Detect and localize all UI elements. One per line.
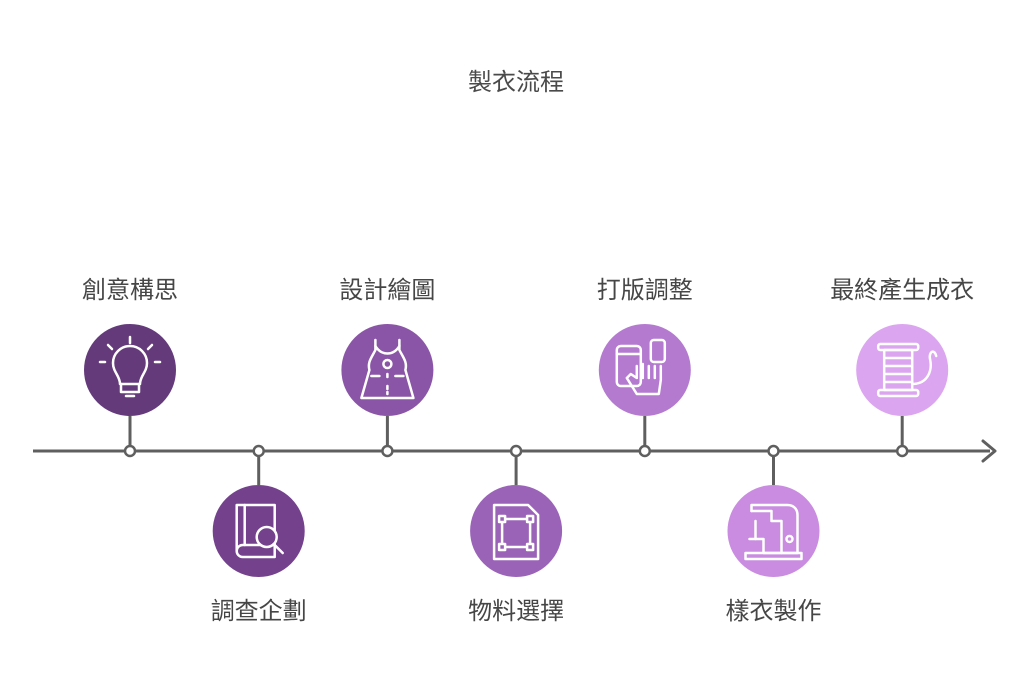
step-circle — [856, 324, 949, 416]
timeline-step — [341, 324, 434, 458]
step-label: 打版調整 — [596, 276, 693, 304]
timeline-node — [638, 444, 652, 458]
step-circle — [727, 485, 820, 577]
timeline-step — [84, 324, 176, 458]
diagram-title: 製衣流程 — [468, 68, 564, 96]
timeline-node — [381, 444, 394, 458]
thread-spool-icon — [876, 342, 938, 398]
timeline-step — [856, 324, 949, 458]
dress-pattern-icon — [360, 338, 415, 400]
step-circle — [598, 324, 691, 416]
timeline-step — [212, 444, 305, 577]
tablet-touch-icon — [615, 338, 667, 396]
step-label: 創意構思 — [82, 276, 178, 304]
document-vector-icon — [492, 503, 540, 561]
timeline-step — [727, 444, 820, 577]
step-label: 樣衣製作 — [725, 597, 822, 625]
step-label: 物料選擇 — [468, 597, 565, 625]
lightbulb-icon — [98, 335, 162, 398]
book-search-icon — [235, 503, 284, 559]
step-label: 調查企劃 — [210, 597, 307, 625]
timeline-node — [895, 444, 909, 458]
timeline-node — [509, 444, 523, 458]
step-circle — [341, 324, 434, 416]
timeline-node — [252, 444, 265, 458]
step-circle — [470, 485, 563, 577]
step-label: 設計繪圖 — [339, 276, 436, 304]
sewing-machine-icon — [744, 503, 803, 561]
timeline-node — [767, 444, 780, 458]
step-circle — [84, 324, 176, 416]
timeline-step — [598, 324, 691, 458]
step-label: 最終產生成衣 — [830, 276, 975, 304]
timeline-step — [470, 444, 563, 577]
timeline-arrowhead — [981, 439, 997, 463]
timeline-node — [123, 444, 137, 458]
